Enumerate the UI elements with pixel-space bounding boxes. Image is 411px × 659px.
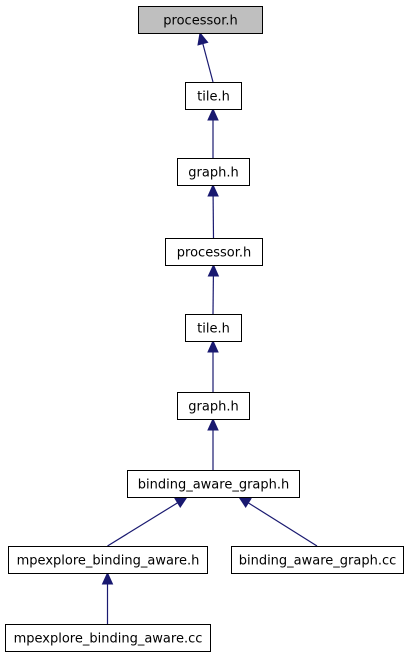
dependency-edge	[197, 31, 214, 83]
graph-edges	[101, 31, 318, 624]
file-node[interactable]: graph.h	[177, 392, 250, 420]
file-node[interactable]: binding_aware_graph.cc	[231, 546, 404, 574]
dependency-edge	[207, 417, 219, 470]
dependency-edge	[207, 263, 220, 315]
file-node-box	[127, 470, 300, 498]
file-node-label: graph.h	[188, 400, 238, 415]
dependency-edge	[207, 107, 219, 158]
file-node: processor.h	[138, 6, 263, 34]
file-node-label: mpexplore_binding_aware.h	[17, 554, 200, 569]
file-node-label: processor.h	[163, 14, 237, 29]
dependency-edge	[107, 496, 189, 547]
file-node[interactable]: mpexplore_binding_aware.cc	[5, 624, 211, 652]
file-node-box	[138, 6, 263, 34]
file-node-label: tile.h	[197, 90, 230, 105]
file-node-box	[177, 158, 250, 186]
dependency-edge	[237, 496, 318, 547]
file-node-box	[185, 314, 242, 342]
dependency-edge	[207, 339, 219, 392]
file-node-label: binding_aware_graph.h	[138, 478, 290, 493]
file-node[interactable]: binding_aware_graph.h	[127, 470, 300, 498]
file-node[interactable]: graph.h	[177, 158, 250, 186]
graph-nodes: processor.h tile.h graph.h processor.h tile.…	[5, 6, 404, 652]
dependency-edge	[207, 183, 219, 239]
file-node-label: graph.h	[188, 166, 238, 181]
file-node-box	[231, 546, 404, 574]
file-node[interactable]: tile.h	[185, 314, 242, 342]
file-node-box	[165, 238, 263, 266]
file-node-label: binding_aware_graph.cc	[239, 554, 397, 569]
file-node-label: processor.h	[177, 246, 251, 261]
file-node[interactable]: tile.h	[185, 82, 242, 110]
file-node-label: mpexplore_binding_aware.cc	[14, 632, 203, 647]
file-node[interactable]: processor.h	[165, 238, 263, 266]
dependency-edge	[101, 571, 114, 624]
file-node-box	[185, 82, 242, 110]
file-node-box	[177, 392, 250, 420]
file-node-box	[5, 624, 211, 652]
file-node-label: tile.h	[197, 322, 230, 337]
file-node-box	[8, 546, 208, 574]
file-node[interactable]: mpexplore_binding_aware.h	[8, 546, 208, 574]
